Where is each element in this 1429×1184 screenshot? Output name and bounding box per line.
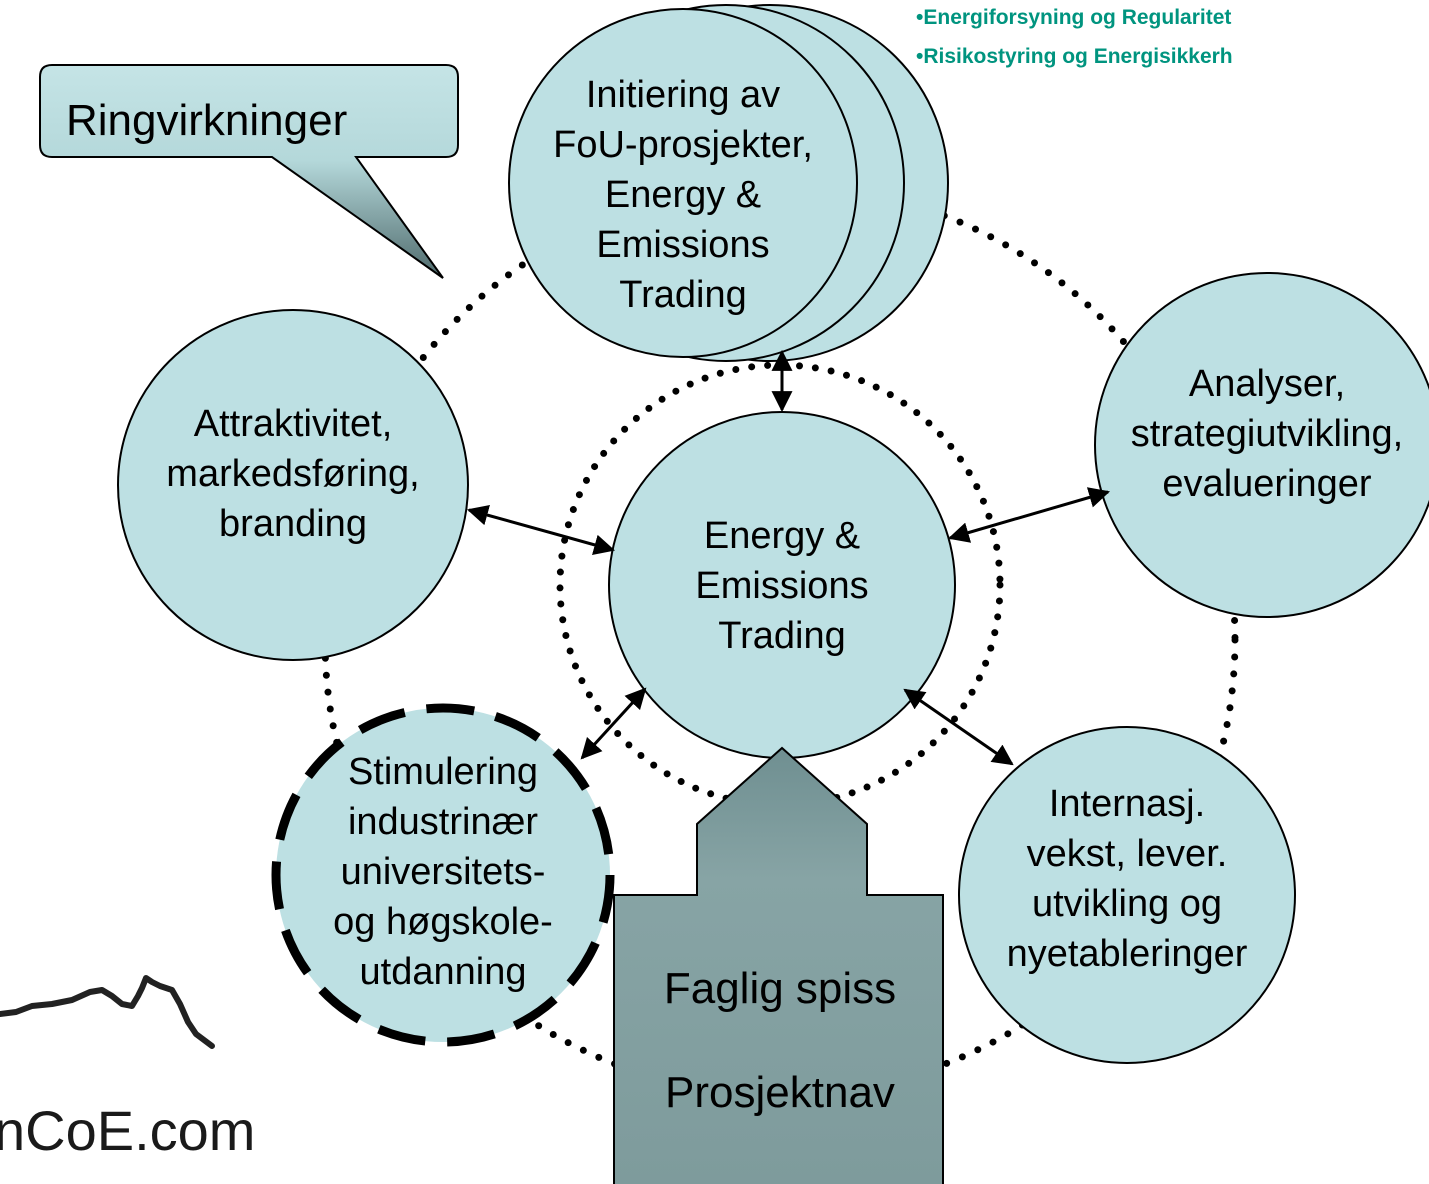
right-label-line: evalueringer [1162, 463, 1371, 505]
inner-dotted-ring [556, 361, 1004, 809]
top-node [508, 8, 858, 358]
mountain-skyline-icon [0, 975, 215, 1049]
callout-bubble [39, 64, 459, 279]
bottom-left-label-line: og høgskole- [333, 901, 553, 943]
right-label-line: Analyser, [1189, 363, 1345, 405]
top-node-label: Initiering av FoU-prosjekter, Energy & Emis… [553, 74, 813, 316]
center-label-line: Energy & [704, 515, 860, 557]
bottom-left-node-label: Stimulering industrinær universitets-og hø… [333, 751, 553, 993]
center-label-line: Trading [718, 615, 845, 657]
logo-text: nCoE.com [0, 1099, 255, 1162]
bottom-left-label-line: industrinær [348, 801, 538, 843]
left-label-line: Attraktivitet, [194, 403, 393, 445]
bottom-left-node [271, 703, 615, 1047]
right-label-line: strategiutvikling, [1131, 413, 1403, 455]
connector-arrow-bottom-left [580, 687, 647, 760]
left-node [117, 309, 469, 661]
right-node [1094, 272, 1429, 618]
right-node-label: Analyser, strategiutvikling, evalueringer [1131, 363, 1403, 505]
focus-arrow [613, 746, 944, 1184]
bottom-left-label-line: utdanning [360, 951, 527, 993]
bottom-right-label-line: Internasj. [1049, 783, 1205, 825]
focus-arrow-line-1: Faglig spiss [664, 964, 896, 1013]
bottom-right-label-line: utvikling og [1032, 883, 1222, 925]
left-node-label: Attraktivitet, markedsføring, branding [166, 403, 419, 545]
left-label-line: branding [219, 503, 367, 545]
bottom-right-label-line: vekst, lever. [1027, 833, 1228, 875]
bottom-left-label-line: universitets- [341, 851, 546, 893]
header-bullet-2: •Risikostyring og Energisikkerh [916, 45, 1233, 68]
callout-label: Ringvirkninger [66, 96, 347, 145]
top-label-line: FoU-prosjekter, [553, 124, 813, 166]
connector-arrow-bottom-right [903, 688, 1014, 766]
left-label-line: markedsføring, [166, 453, 419, 495]
bottom-left-label-line: Stimulering [348, 751, 538, 793]
bottom-right-node [958, 726, 1296, 1064]
bottom-right-node-label: Internasj. vekst, lever. utvikling og nyeta… [1007, 783, 1248, 975]
connector-arrow-left [466, 504, 616, 556]
top-label-line: Energy & [605, 174, 761, 216]
focus-arrow-line-2: Prosjektnav [665, 1068, 895, 1117]
bottom-right-label-line: nyetableringer [1007, 933, 1248, 975]
center-label-line: Emissions [695, 565, 868, 607]
header-bullet-1: •Energiforsyning og Regularitet [916, 6, 1231, 29]
top-label-line: Trading [619, 274, 746, 316]
top-label-line: Emissions [596, 224, 769, 266]
top-label-line: Initiering av [586, 74, 780, 116]
connector-arrow-right [947, 487, 1111, 543]
